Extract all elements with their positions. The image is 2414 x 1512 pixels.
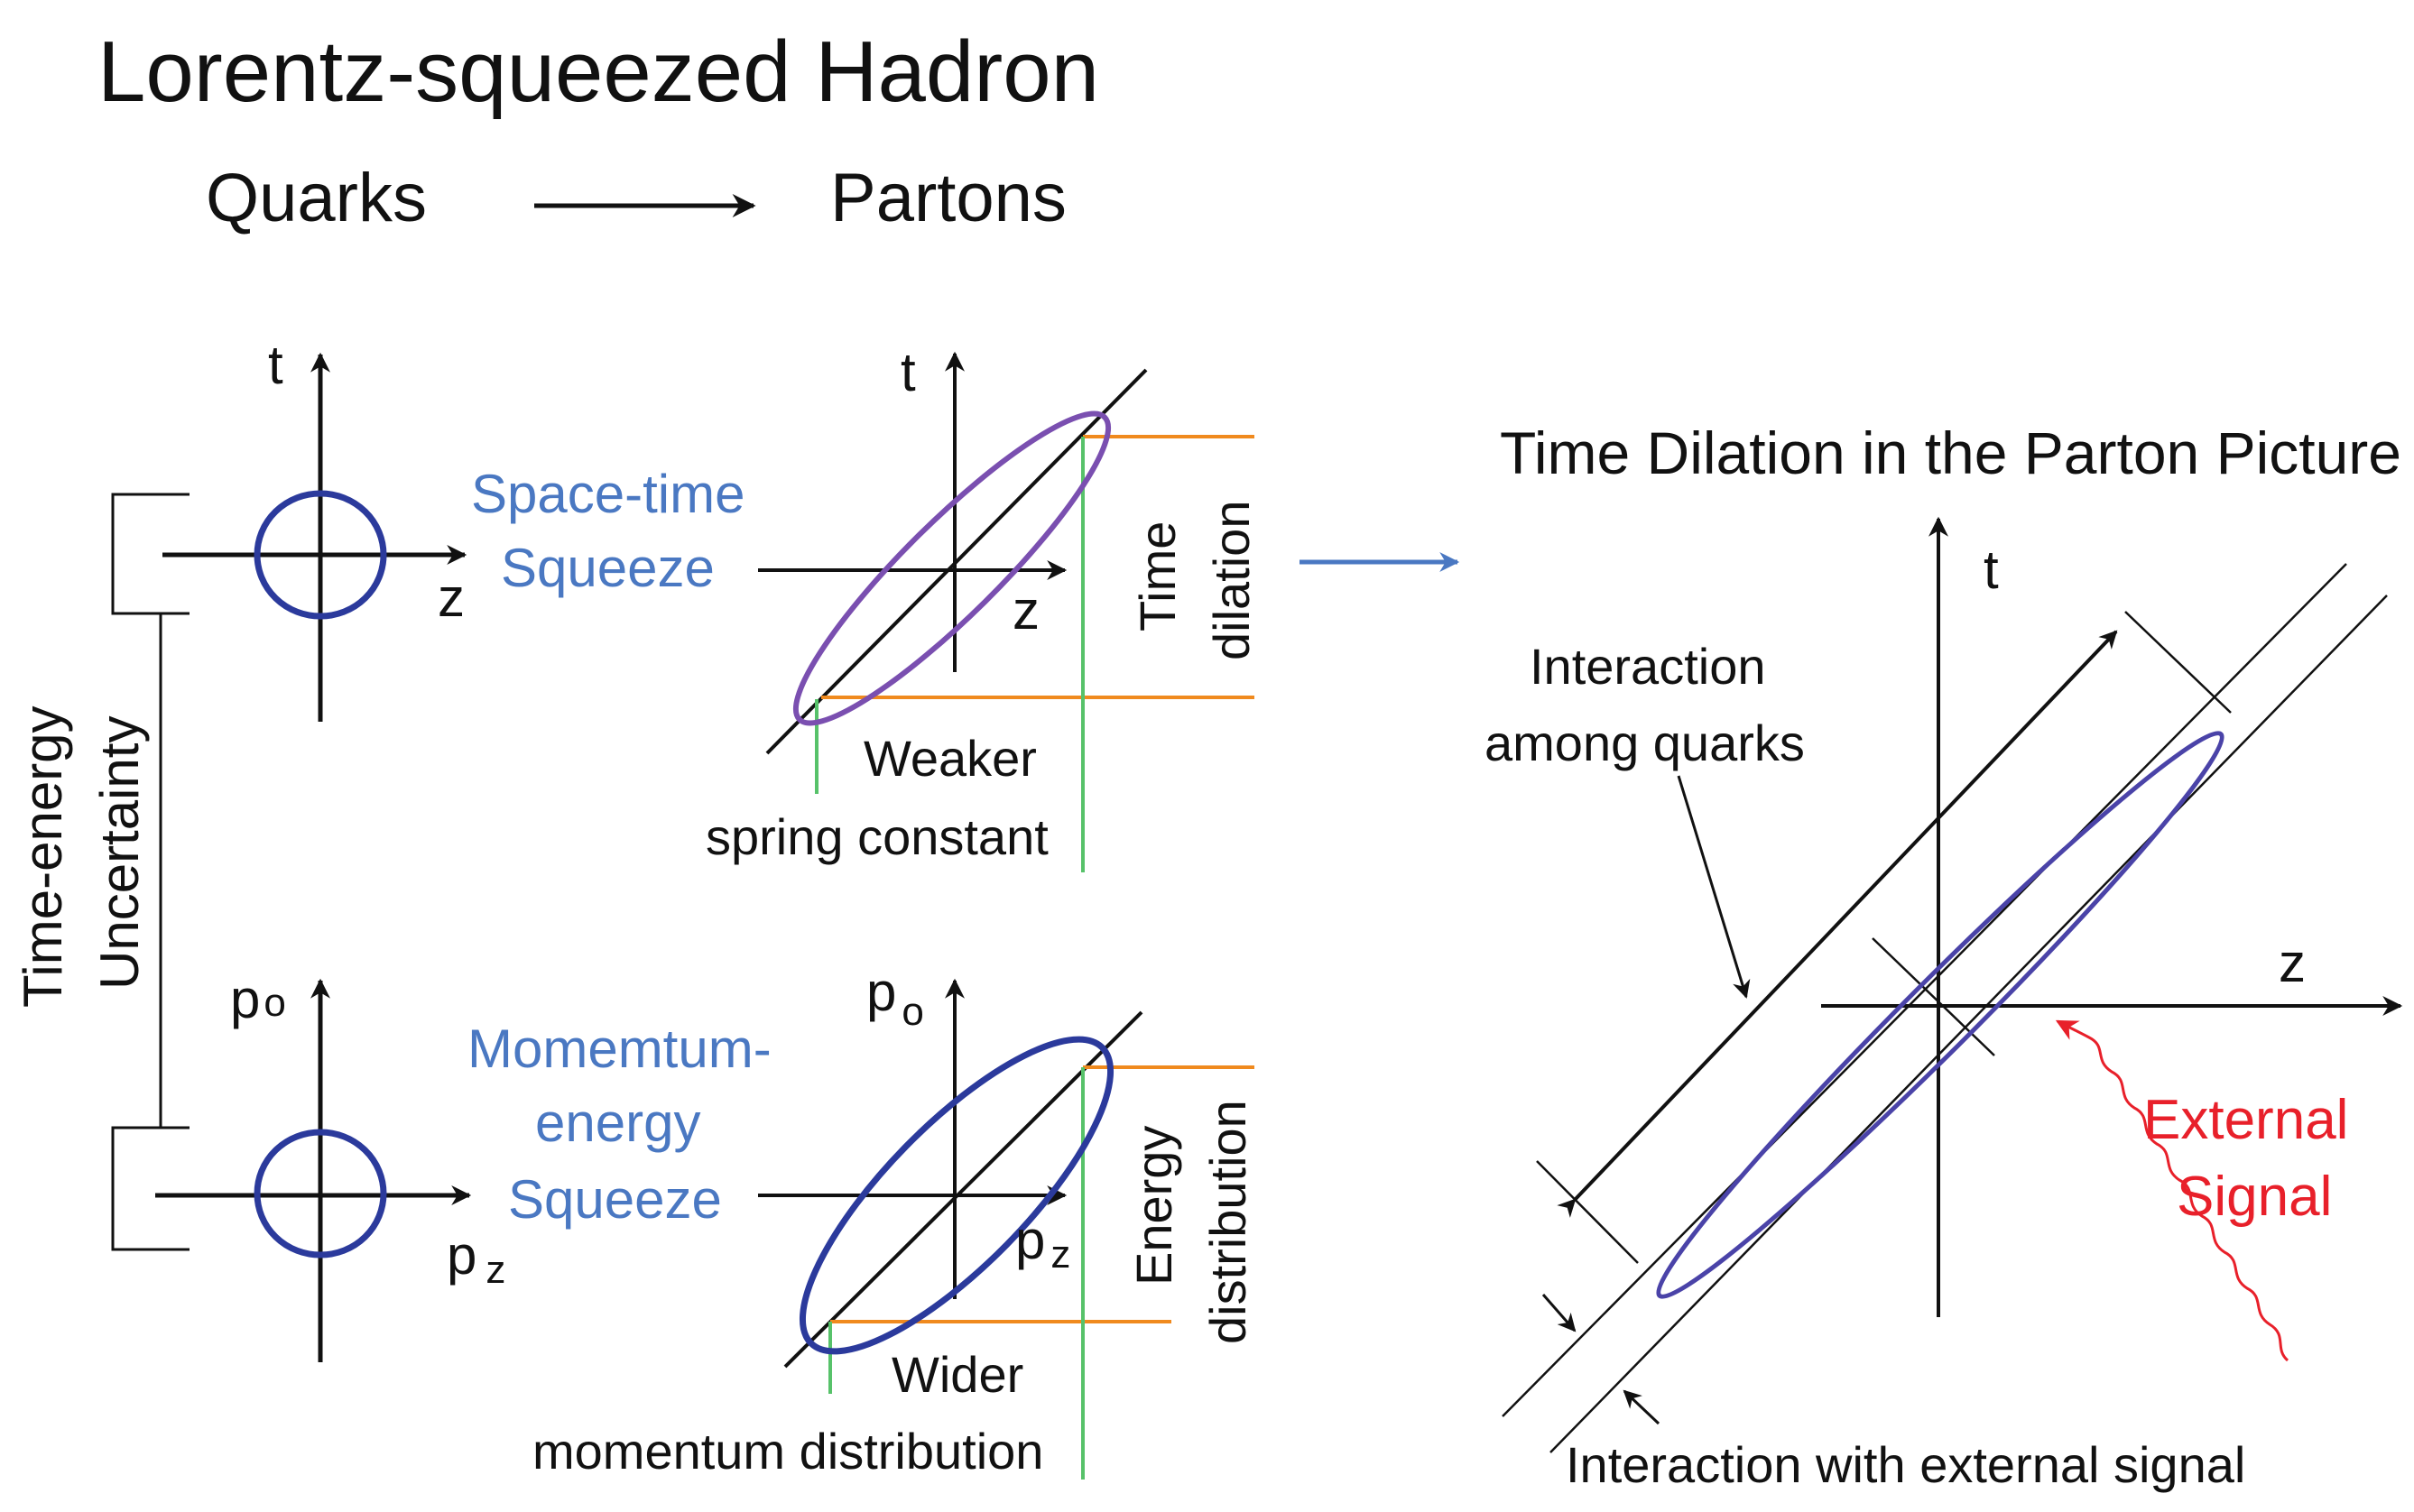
bottom-boost-lightcone: [783, 1010, 1143, 1369]
right-z-label: z: [2279, 933, 2306, 993]
side-label-line2: Uncertainty: [89, 716, 150, 990]
weaker-label: Weaker: [864, 730, 1037, 787]
wider-label: Wider: [892, 1346, 1023, 1403]
top-boost-lightcone: [765, 368, 1148, 755]
top-rest-t-label: t: [268, 335, 283, 395]
momentum-distribution-label: momentum distribution: [532, 1423, 1043, 1480]
bottom-squeeze-label-2: energy: [535, 1093, 700, 1153]
spring-constant-label: spring constant: [706, 808, 1049, 865]
right-panel-title: Time Dilation in the Parton Picture: [1500, 419, 2401, 486]
energy-distribution-line2: distribution: [1199, 1100, 1256, 1344]
bottom-squeeze-label-3: Squeeze: [508, 1169, 722, 1230]
top-boost-z-label: z: [1013, 580, 1040, 641]
header-quarks: Quarks: [206, 160, 427, 236]
right-origin-tick: [1872, 937, 1995, 1056]
energy-distribution-label: Energy distribution: [1125, 1100, 1256, 1344]
top-boosted-frame: t z: [758, 342, 1254, 872]
uncertainty-bracket: [111, 493, 190, 1251]
side-label: Time-energy Uncertainty: [13, 705, 150, 1008]
time-dilation-line2: dilation: [1203, 501, 1260, 660]
diagram-title: Lorentz-squeezed Hadron: [97, 23, 1099, 120]
bottom-boost-ellipse: [799, 1036, 1115, 1355]
top-boost-ellipse: [792, 410, 1112, 726]
right-extent-tick-upper: [2124, 611, 2232, 714]
external-signal-line2: Signal: [2177, 1166, 2332, 1228]
right-width-arrow-lower: [1623, 1389, 1660, 1425]
time-dilation-line1: Time: [1129, 521, 1186, 632]
top-squeeze-label-1: Space-time: [471, 464, 745, 524]
interaction-external-label: Interaction with external signal: [1566, 1436, 2245, 1493]
right-t-label: t: [1984, 539, 1999, 600]
top-rest-circle: [254, 490, 387, 620]
time-dilation-label: Time dilation: [1129, 501, 1260, 660]
interaction-quarks-line1: Interaction: [1530, 638, 1766, 695]
bottom-rest-circle: [254, 1129, 387, 1258]
bottom-rest-po-label: po: [230, 969, 286, 1029]
interaction-quarks-line2: among quarks: [1484, 715, 1805, 771]
header-partons: Partons: [830, 160, 1067, 236]
bottom-squeeze-label-1: Momemtum-: [467, 1019, 772, 1079]
top-rest-z-label: z: [438, 567, 465, 628]
right-panel-diagram: t z: [1502, 516, 2403, 1453]
right-quark-pointer: [1677, 775, 1751, 999]
top-squeeze-label-2: Squeeze: [501, 538, 715, 598]
top-rest-frame: t z: [162, 335, 467, 722]
external-signal-wave: [2055, 1019, 2289, 1362]
right-width-arrow-upper: [1541, 1294, 1577, 1332]
top-boost-t-label: t: [901, 342, 916, 402]
energy-distribution-line1: Energy: [1125, 1126, 1182, 1286]
right-quark-interaction-span: [1557, 630, 2118, 1218]
external-signal-line1: External: [2143, 1089, 2348, 1151]
right-extent-tick-lower: [1536, 1160, 1639, 1264]
side-label-line1: Time-energy: [13, 705, 73, 1008]
